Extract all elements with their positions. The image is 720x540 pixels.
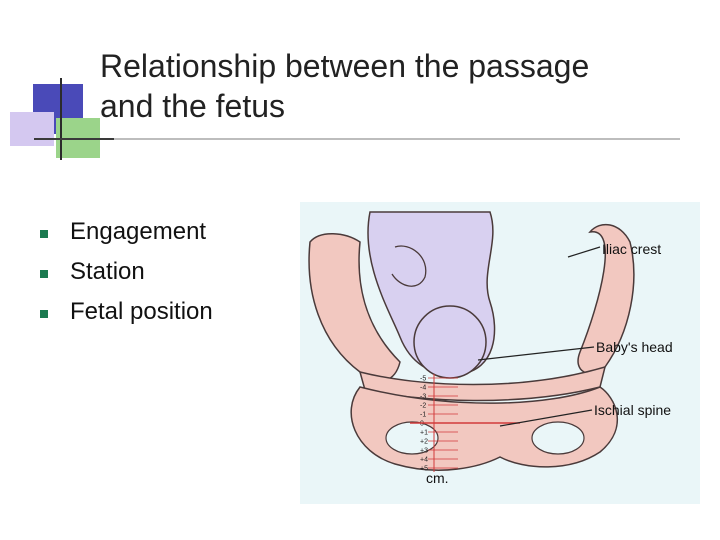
station-tick-label: -4: [420, 385, 426, 392]
bullet-item: Engagement: [40, 216, 213, 256]
bullet-text: Station: [70, 258, 145, 285]
station-tick-label: 0: [420, 421, 424, 428]
pelvis-figure: -5 -4 -3 -2 -1 0 +1 +2 +3 +4 +5 Iliac crest Baby's…: [300, 202, 700, 504]
iliac-wing-left: [308, 233, 401, 382]
station-tick-label: +5: [420, 466, 428, 473]
title-underline-accent: [34, 138, 114, 140]
label-iliac-crest: Iliac crest: [602, 241, 661, 257]
bullet-text: Fetal position: [70, 298, 213, 325]
bullet-square-icon: [40, 230, 48, 238]
bullet-square-icon: [40, 310, 48, 318]
slide-title-line-2: and the fetus: [100, 88, 286, 124]
bullet-item: Station: [40, 256, 213, 296]
title-underline: [34, 138, 680, 140]
bullet-square-icon: [40, 270, 48, 278]
bullet-text: Engagement: [70, 218, 207, 245]
station-tick-label: -3: [420, 394, 426, 401]
baby-head: [413, 305, 487, 379]
label-ischial-spine: Ischial spine: [594, 402, 671, 418]
label-unit-cm: cm.: [426, 470, 449, 486]
station-tick-label: +2: [420, 439, 428, 446]
bullet-item: Fetal position: [40, 296, 213, 336]
station-tick-label: +1: [420, 430, 428, 437]
decor-square-lavender: [10, 112, 54, 146]
baby-arm: [391, 245, 427, 287]
slide-title-line-1: Relationship between the passage: [100, 48, 590, 84]
pelvis-illustration: -5 -4 -3 -2 -1 0 +1 +2 +3 +4 +5 Iliac crest Baby's…: [308, 211, 673, 486]
station-tick-label: -1: [420, 412, 426, 419]
decor-vertical-line: [60, 78, 62, 160]
slide-title: Relationship between the passage and the…: [100, 46, 680, 126]
leader-iliac-crest: [567, 246, 601, 258]
station-tick-label: +4: [420, 457, 428, 464]
leader-babys-head: [477, 346, 595, 361]
leader-ischial-spine: [499, 409, 593, 427]
bullet-list: Engagement Station Fetal position: [40, 216, 213, 336]
obturator-right: [531, 421, 585, 455]
station-scale: -5 -4 -3 -2 -1 0 +1 +2 +3 +4 +5: [420, 374, 458, 473]
station-tick-label: -5: [420, 376, 426, 383]
obturator-left: [385, 421, 439, 455]
station-tick-label: -2: [420, 403, 426, 410]
label-babys-head: Baby's head: [596, 339, 673, 355]
station-tick-label: +3: [420, 448, 428, 455]
